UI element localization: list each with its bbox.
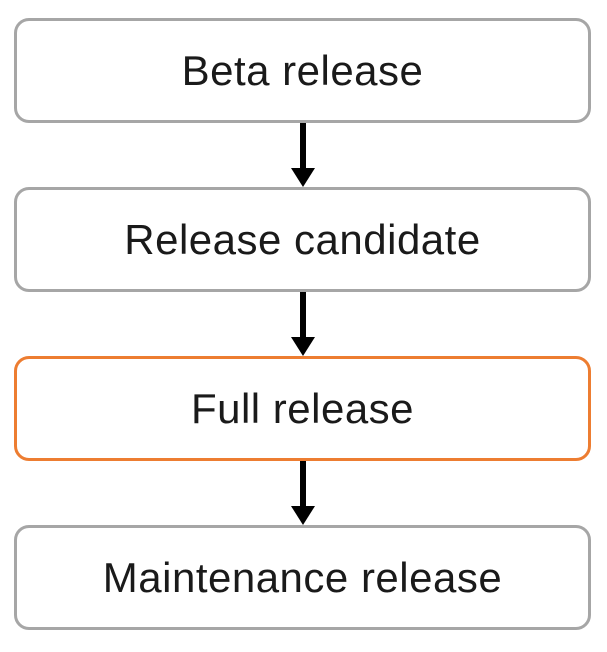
- arrow-head-icon: [290, 168, 315, 187]
- node-release-candidate: Release candidate: [14, 187, 591, 292]
- arrow-head-icon: [290, 506, 315, 525]
- arrow-shaft: [299, 292, 306, 337]
- node-label-full-release: Full release: [190, 384, 415, 432]
- down-arrow-2: [14, 292, 591, 356]
- down-arrow-3: [14, 461, 591, 525]
- down-arrow-1: [14, 123, 591, 187]
- node-maintenance-release: Maintenance release: [14, 525, 591, 630]
- node-label-beta-release: Beta release: [181, 46, 424, 94]
- node-label-maintenance-release: Maintenance release: [102, 553, 503, 601]
- node-full-release: Full release: [14, 356, 591, 461]
- arrow-head-icon: [290, 337, 315, 356]
- arrow-shaft: [299, 123, 306, 168]
- node-label-release-candidate: Release candidate: [124, 215, 481, 263]
- arrow-shaft: [299, 461, 306, 506]
- node-beta-release: Beta release: [14, 18, 591, 123]
